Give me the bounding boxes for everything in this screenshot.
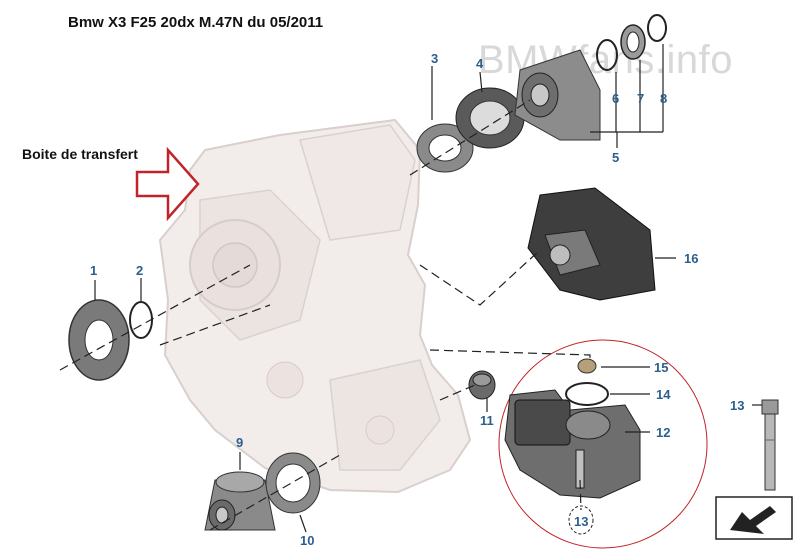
label-6: 6 bbox=[612, 91, 619, 106]
label-1: 1 bbox=[90, 263, 97, 278]
label-2: 2 bbox=[136, 263, 143, 278]
part-16-mount bbox=[527, 187, 656, 301]
part-8-circlip bbox=[647, 14, 667, 42]
part-12-actuator bbox=[504, 389, 641, 499]
label-14: 14 bbox=[656, 387, 671, 402]
label-13-small: 13 bbox=[574, 514, 588, 529]
direction-arrow-icon bbox=[715, 496, 793, 540]
label-3: 3 bbox=[431, 51, 438, 66]
part-15-cap bbox=[577, 358, 597, 374]
label-8: 8 bbox=[660, 91, 667, 106]
part-6-oring bbox=[596, 39, 618, 71]
label-10: 10 bbox=[300, 533, 314, 548]
part-2-oring bbox=[129, 301, 153, 339]
label-5: 5 bbox=[612, 150, 619, 165]
diagram-title: Bmw X3 F25 20dx M.47N du 05/2011 bbox=[68, 14, 324, 31]
part-11-plug bbox=[468, 370, 496, 400]
transfer-case-housing bbox=[158, 118, 472, 494]
part-5-flange bbox=[514, 49, 601, 141]
label-15: 15 bbox=[654, 360, 668, 375]
arrow-outline-icon bbox=[135, 146, 200, 222]
label-4: 4 bbox=[476, 56, 484, 71]
part-9-flange bbox=[204, 471, 276, 531]
detail-circle bbox=[498, 339, 708, 549]
label-11: 11 bbox=[480, 413, 494, 428]
assembly-axes bbox=[59, 99, 591, 531]
leader-lines bbox=[94, 44, 762, 533]
part-1-seal bbox=[68, 299, 130, 381]
label-7: 7 bbox=[637, 91, 644, 106]
label-9: 9 bbox=[236, 435, 243, 450]
part-13-screw-small bbox=[568, 505, 594, 535]
caption-transfer-case: Boite de transfert bbox=[22, 146, 138, 162]
part-13-bolt bbox=[761, 399, 779, 491]
label-16: 16 bbox=[684, 251, 698, 266]
label-12: 12 bbox=[656, 425, 670, 440]
label-13-bolt: 13 bbox=[730, 398, 744, 413]
part-14-oring bbox=[565, 382, 609, 406]
part-4-bearing bbox=[455, 87, 525, 149]
part-10-seal bbox=[265, 452, 321, 514]
part-number-labels: 1 2 3 4 5 6 7 8 9 10 11 12 13 13 14 15 1… bbox=[90, 51, 744, 548]
part-3-ring bbox=[416, 123, 474, 173]
